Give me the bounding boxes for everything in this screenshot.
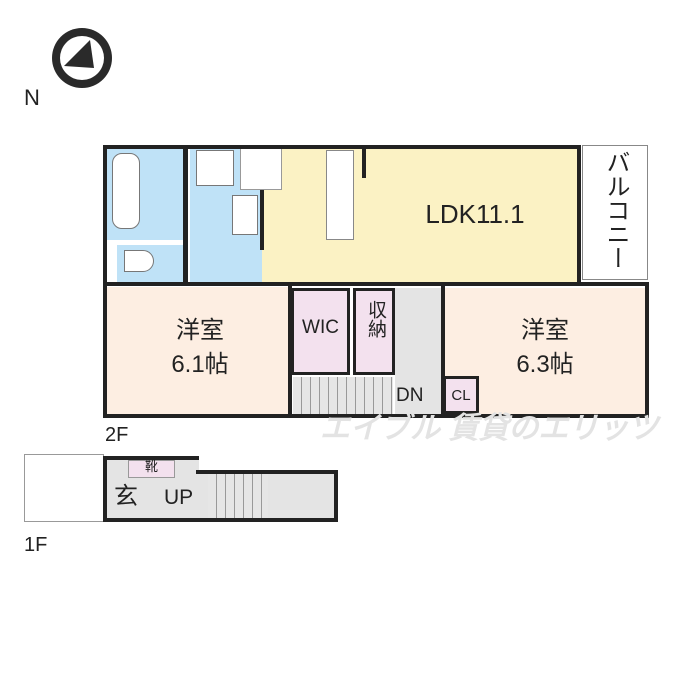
- stairs-down-label: DN: [396, 385, 424, 406]
- floor-label-1f: 1F: [24, 534, 48, 556]
- north-label: N: [24, 85, 40, 110]
- wic: [291, 288, 350, 375]
- entrance-label: 玄: [114, 483, 138, 510]
- western-room-2-name: 洋室: [521, 317, 569, 344]
- stairs-up-label: UP: [164, 486, 194, 509]
- wic-label: WIC: [302, 317, 339, 338]
- wall: [441, 286, 445, 416]
- wall: [103, 145, 581, 149]
- washing-machine: [196, 150, 234, 186]
- ldk: [262, 148, 578, 282]
- compass-icon: [52, 28, 112, 88]
- western-room-1-name: 洋室: [176, 317, 224, 344]
- wall: [362, 148, 366, 178]
- storage-box: [240, 148, 282, 190]
- wall: [577, 145, 581, 283]
- western-room-2-size: 6.3帖: [516, 351, 574, 378]
- toilet-bowl: [124, 250, 154, 272]
- kitchen-counter: [326, 150, 354, 240]
- wall: [103, 414, 648, 418]
- floor-label-2f: 2F: [105, 424, 129, 446]
- closet-label: CL: [451, 387, 471, 404]
- wall: [103, 282, 648, 286]
- hallway: [395, 288, 441, 414]
- washbasin: [232, 195, 258, 235]
- ldk-label: LDK11.1: [425, 199, 525, 229]
- western-room-1-size: 6.1帖: [171, 351, 229, 378]
- balcony: [582, 145, 648, 280]
- watermark: エイブル 賃貸のエリッツ: [320, 412, 659, 445]
- wall: [183, 148, 188, 282]
- stairs: [293, 377, 393, 414]
- compass: [50, 26, 114, 90]
- balcony-label: バルコニー: [602, 150, 629, 270]
- wall: [645, 282, 649, 418]
- shoe-label: 靴: [144, 459, 158, 474]
- wall: [288, 286, 292, 416]
- western-room-1: [106, 287, 288, 414]
- wall: [103, 145, 107, 417]
- storage-label: 収納: [365, 300, 386, 338]
- storage: [353, 288, 395, 375]
- wall: [260, 190, 264, 250]
- closet: [443, 376, 479, 414]
- bathtub: [112, 153, 140, 229]
